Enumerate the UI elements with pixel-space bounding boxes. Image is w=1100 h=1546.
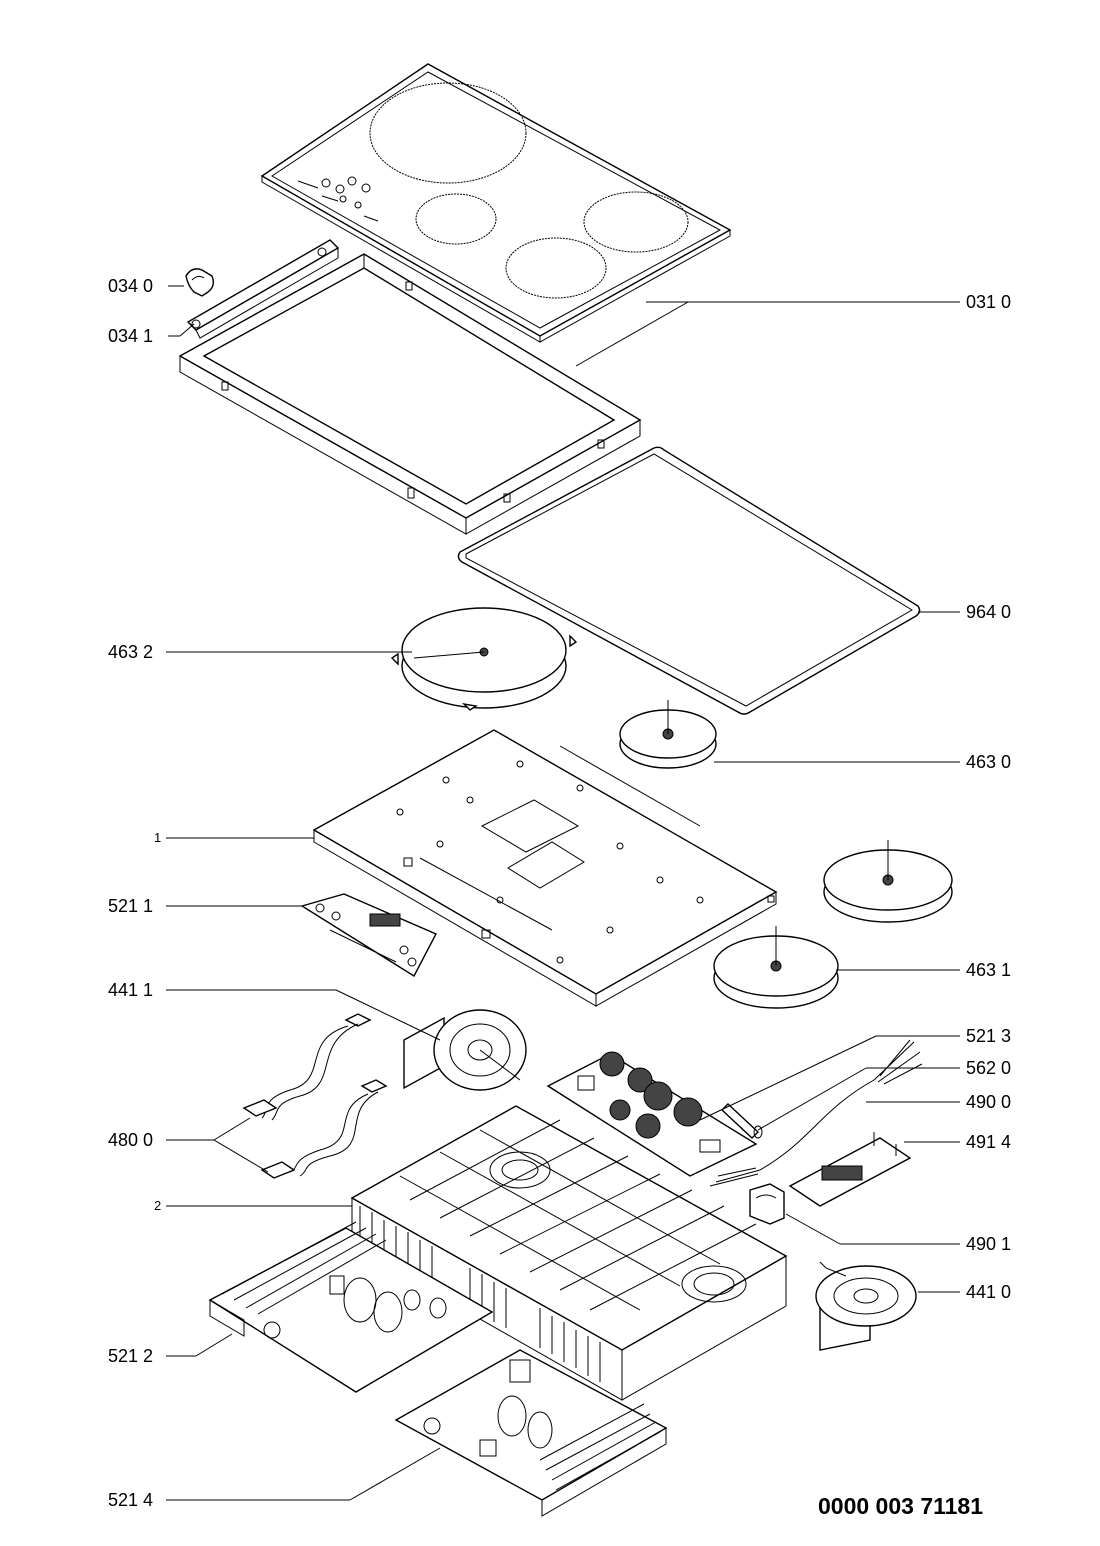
label-521-3: 521 3	[966, 1026, 1011, 1046]
label-1: 1	[154, 830, 161, 845]
part-inverter-board-left	[208, 1221, 494, 1393]
part-fan-top	[403, 1009, 527, 1091]
part-coil-medium-b	[713, 926, 839, 1009]
label-441-0: 441 0	[966, 1282, 1011, 1302]
part-coil-small	[619, 700, 717, 769]
part-power-cable	[709, 1039, 923, 1187]
label-964-0: 964 0	[966, 602, 1011, 622]
part-seal	[457, 446, 921, 715]
leader-lines	[166, 285, 960, 1501]
document-number: 0000 003 71181	[818, 1493, 983, 1519]
part-glass-top	[260, 63, 732, 343]
part-frame	[178, 253, 642, 535]
label-490-1: 490 1	[966, 1234, 1011, 1254]
part-fan-bottom	[815, 1261, 917, 1351]
label-490-0: 490 0	[966, 1092, 1011, 1112]
label-521-1: 521 1	[108, 896, 153, 916]
part-cable-clamp	[749, 1183, 785, 1225]
label-521-2: 521 2	[108, 1346, 153, 1366]
part-power-board	[546, 1051, 758, 1177]
part-inverter-board-right	[394, 1349, 668, 1517]
label-034-0: 034 0	[108, 276, 153, 296]
part-control-board	[300, 893, 437, 977]
part-small-board	[788, 1132, 912, 1207]
label-562-0: 562 0	[966, 1058, 1011, 1078]
part-flat-cables	[242, 1013, 388, 1179]
part-bracket	[186, 239, 340, 339]
part-coil-medium-a	[823, 840, 953, 923]
label-463-2: 463 2	[108, 642, 153, 662]
label-441-1: 441 1	[108, 980, 153, 1000]
label-2: 2	[154, 1198, 161, 1213]
label-463-0: 463 0	[966, 752, 1011, 772]
part-clip	[185, 268, 215, 297]
label-491-4: 491 4	[966, 1132, 1011, 1152]
part-support-plate	[312, 729, 778, 1007]
part-labels: 034 0 034 1 031 0 964 0 463 2 463 0 1 52…	[108, 276, 1011, 1519]
part-coil-large	[390, 607, 578, 711]
part-bottom-housing	[350, 1105, 788, 1401]
label-463-1: 463 1	[966, 960, 1011, 980]
label-521-4: 521 4	[108, 1490, 153, 1510]
label-031-0: 031 0	[966, 292, 1011, 312]
label-034-1: 034 1	[108, 326, 153, 346]
label-480-0: 480 0	[108, 1130, 153, 1150]
